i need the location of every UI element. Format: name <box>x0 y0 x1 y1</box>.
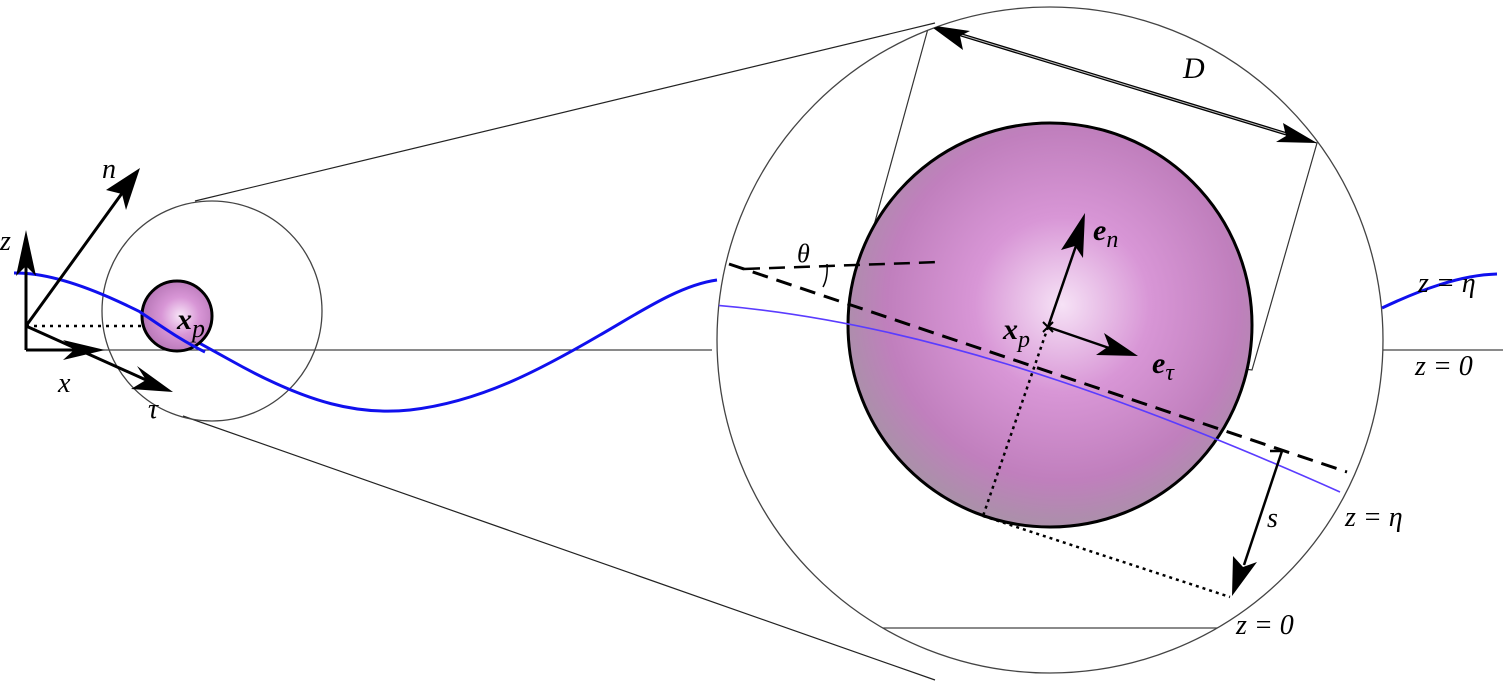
diameter-arrowhead-right-icon <box>1276 123 1317 143</box>
en-arrowhead-icon <box>1061 213 1085 258</box>
label-surface-right: z = η <box>1417 268 1476 299</box>
label-unit-normal: en <box>1093 214 1118 253</box>
label-inset-still: z = 0 <box>1235 610 1294 641</box>
label-inset-particle-position: xp <box>1002 313 1030 353</box>
label-distance: s <box>1267 503 1278 534</box>
angle-arc <box>822 263 828 288</box>
n-axis-arrowhead-icon <box>106 168 140 210</box>
wave-over-particle <box>139 310 206 354</box>
inset-free-surface <box>717 304 1341 493</box>
label-angle: θ <box>797 239 810 268</box>
horizontal-dashed-line <box>743 260 941 271</box>
global-axes <box>16 230 105 360</box>
local-axes <box>24 168 173 392</box>
small-zoom-circle <box>101 200 323 422</box>
diameter-arrowhead-left-icon <box>929 25 970 50</box>
label-local-n: n <box>102 154 116 185</box>
x-axis-arrowhead-icon <box>63 340 105 360</box>
small-particle <box>140 279 214 353</box>
zoom-connector-lines <box>182 22 936 681</box>
center-cross-icon <box>1042 321 1054 333</box>
inset-content <box>717 24 1348 629</box>
free-surface-wave <box>13 271 718 413</box>
label-global-z: z <box>0 226 11 257</box>
label-local-tau: τ <box>148 394 159 425</box>
bottom-dotted-line <box>982 514 1231 599</box>
label-inset-surface: z = η <box>1344 502 1403 533</box>
label-diameter: D <box>1182 52 1205 85</box>
label-unit-tangent: eτ <box>1152 347 1175 386</box>
z-axis-arrowhead-icon <box>16 230 36 276</box>
tangent-dashed-line <box>728 262 1348 474</box>
label-global-x: x <box>57 368 71 399</box>
s-arrowhead-icon <box>1232 556 1257 596</box>
tau-axis-arrowhead-icon <box>131 366 173 392</box>
label-still-right: z = 0 <box>1414 351 1473 382</box>
normal-dotted-line <box>981 326 1050 517</box>
label-particle-position: xp <box>176 303 205 343</box>
etau-arrowhead-icon <box>1096 333 1138 356</box>
free-surface-wave-right <box>1381 272 1498 310</box>
